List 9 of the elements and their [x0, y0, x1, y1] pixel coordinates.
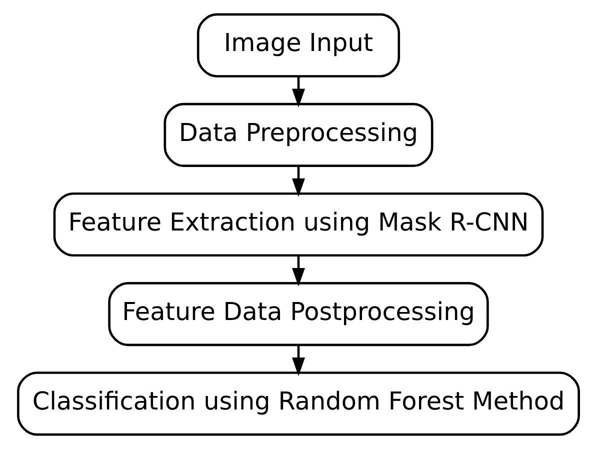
arrow [292, 345, 305, 376]
node-box: Image Input [196, 13, 400, 78]
arrow [292, 166, 305, 197]
node-box: Data Preprocessing [164, 102, 434, 167]
node-box: Feature Extraction using Mask R-CNN [53, 192, 544, 257]
arrow [292, 76, 305, 108]
arrow [292, 256, 305, 286]
node-box: Feature Data Postprocessing [108, 282, 489, 346]
node-box: Classification using Random Forest Method [17, 372, 580, 436]
